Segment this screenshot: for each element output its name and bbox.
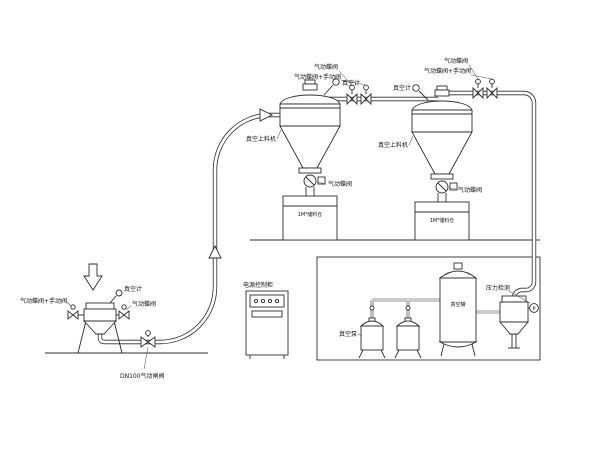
- feeder-left-valve-icon: [72, 310, 79, 320]
- cabinet-panel: [249, 294, 285, 308]
- vacuum-receiver-1: [279, 78, 341, 241]
- label-receiver2-valve: 气动蝶阀: [458, 186, 482, 194]
- label-feeder-gauge: 真空计: [124, 285, 142, 293]
- butterfly-valve-icon: [477, 86, 484, 100]
- receiver2-top-cap: [436, 85, 448, 91]
- label-receiver2-gauge: 真空计: [393, 84, 411, 92]
- label-vacuum-tank: 真空罐: [450, 301, 465, 308]
- label-receiver1-bin: 1M³储料仓: [298, 211, 323, 218]
- control-cabinet: [245, 290, 289, 359]
- flow-right-arrow-icon: [259, 108, 274, 122]
- feeder-body: [83, 308, 117, 322]
- indicator-lamp-icon: [260, 298, 266, 304]
- label-top1-valve: 气动蝶阀: [314, 63, 338, 71]
- receiver2-vacuum-gauge-icon: [412, 84, 420, 92]
- butterfly-valve-icon: [491, 86, 498, 100]
- receiver1-shell: [279, 103, 341, 127]
- label-gate-valve: DN100气动闸阀: [120, 372, 165, 380]
- label-top1-valve-manual: 气动蝶阀+手动阀: [294, 73, 341, 81]
- label-pressure-tag: P: [532, 307, 535, 313]
- filter-body: [499, 301, 529, 323]
- receiver2-valve-actuator: [449, 182, 458, 191]
- feeder-right-valve-icon: [118, 310, 125, 320]
- feed-station: [67, 289, 130, 354]
- valve-actuator-icon: [363, 84, 369, 91]
- label-pressure-check: 压力检测: [486, 284, 510, 292]
- receiver1-dome: [279, 94, 341, 105]
- vacuum-pump-2: [394, 305, 422, 359]
- receiver1-vacuum-gauge-icon: [332, 78, 340, 86]
- pump2-body: [396, 325, 420, 351]
- vacuum-pipe-to-pump-room: [445, 90, 537, 301]
- label-top2-valve: 气动蝶阀: [444, 57, 468, 65]
- gate-valve: [140, 330, 156, 348]
- butterfly-valve-icon: [365, 92, 372, 106]
- label-receiver2-bin: 1M³储料仓: [430, 217, 455, 224]
- butterfly-valve-icon: [472, 86, 479, 100]
- filter-cone: [499, 321, 529, 335]
- receiver2-storage-bin: [414, 201, 470, 241]
- feeder-vacuum-gauge-icon: [115, 289, 123, 297]
- indicator-lamp-icon: [253, 298, 259, 304]
- cabinet-switch-row: [251, 310, 283, 318]
- label-receiver1-valve: 气动蝶阀: [328, 180, 352, 188]
- label-feeder-valve-manual: 气动蝶阀+手动阀: [20, 297, 67, 305]
- receiver2-shell: [411, 109, 473, 133]
- receiver2-top-nozzle: [434, 89, 450, 97]
- label-control-cabinet: 电源控制柜: [243, 281, 273, 289]
- receiver2-cone: [411, 131, 473, 175]
- receiver1-storage-bin: [282, 195, 338, 241]
- pump1-body: [360, 325, 384, 351]
- indicator-lamp-icon: [267, 298, 273, 304]
- feeder-inlet: [85, 302, 115, 310]
- receiver1-flange: [298, 167, 322, 174]
- valve-actuator-icon: [489, 78, 495, 85]
- label-top2-valve-manual: 气动蝶阀+手动阀: [424, 67, 471, 75]
- vacuum-pump-1: [358, 305, 386, 359]
- indicator-lamp-icon: [274, 298, 280, 304]
- butterfly-valve-icon: [351, 92, 358, 106]
- label-receiver1-name: 真空上料机: [246, 135, 276, 143]
- valve-group-1: [346, 84, 372, 106]
- valve-actuator-icon: [475, 78, 481, 85]
- tank-shell: [439, 277, 477, 343]
- feeder-cone: [82, 320, 118, 335]
- pressure-gauge-icon: [529, 303, 539, 313]
- receiver2-flange: [430, 173, 454, 180]
- vacuum-tank: [438, 262, 478, 357]
- valve-group-2: [472, 78, 498, 100]
- filter-separator: [499, 295, 539, 349]
- butterfly-valve-icon: [346, 92, 353, 106]
- label-vacuum-pump: 真空泵: [339, 330, 357, 338]
- cabinet-body: [245, 290, 289, 356]
- feeder-right-valve-icon: [123, 310, 130, 320]
- label-feeder-valve: 气动蝶阀: [132, 300, 156, 308]
- receiver2-dome: [411, 100, 473, 111]
- filter-cap: [501, 295, 527, 303]
- material-conveying-pipe: [97, 101, 289, 345]
- feeder-left-valve-icon: [67, 310, 74, 320]
- flow-up-arrow-icon: [208, 244, 222, 259]
- receiver1-valve-actuator: [317, 176, 326, 185]
- label-receiver1-gauge: 真空计: [342, 79, 360, 87]
- tank-bottom: [438, 341, 478, 348]
- butterfly-valve-icon: [360, 92, 367, 106]
- vacuum-receiver-2: [411, 84, 473, 241]
- gate-valve-icon: [147, 336, 156, 348]
- gate-valve-icon: [140, 336, 149, 348]
- receiver1-top-nozzle: [302, 83, 318, 91]
- feed-down-arrow-icon: [83, 263, 103, 291]
- label-receiver2-name: 真空上料机: [378, 141, 408, 149]
- butterfly-valve-icon: [486, 86, 493, 100]
- valve-actuator-icon: [349, 84, 355, 91]
- receiver1-cone: [279, 125, 341, 169]
